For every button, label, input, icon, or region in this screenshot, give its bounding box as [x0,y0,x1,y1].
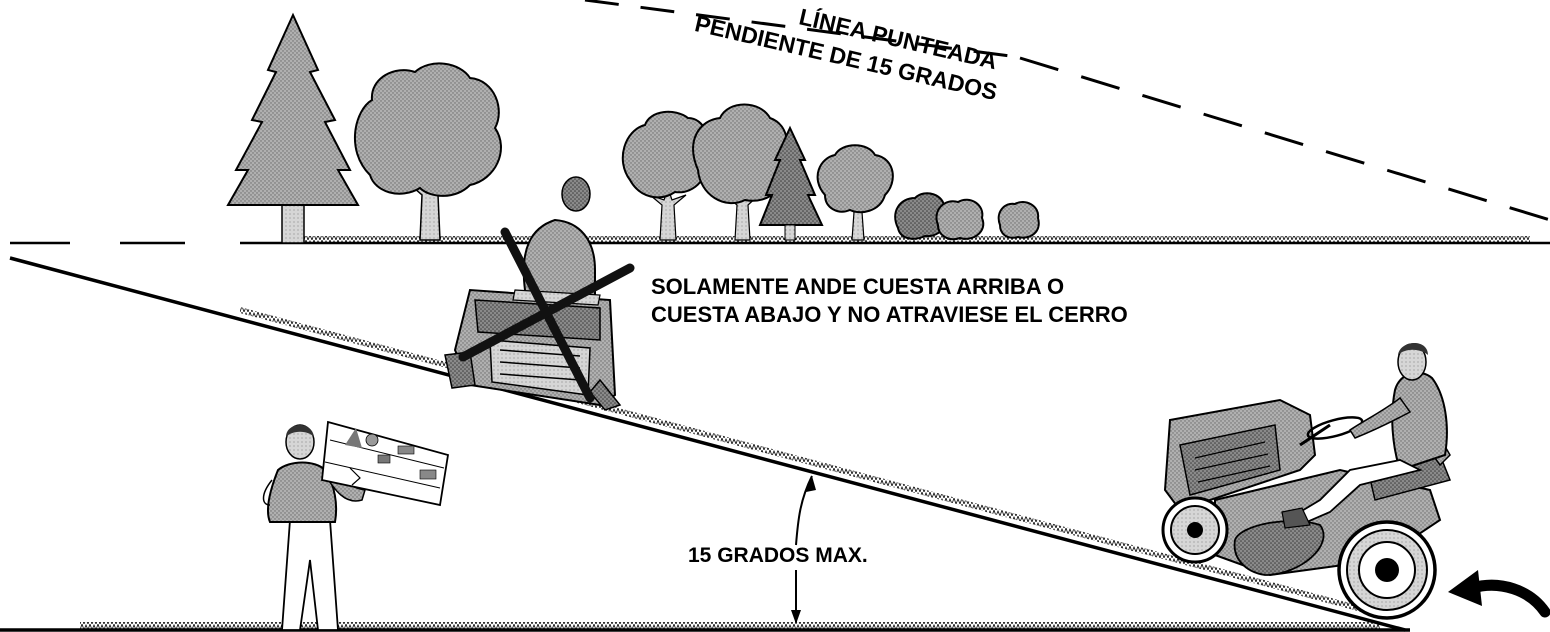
deciduous-tree-icon [354,62,502,241]
upper-ground-line [10,236,1550,245]
slope-reference-line [584,0,1550,222]
cross-slope-rider [444,176,635,411]
pine-tree-icon [226,12,360,244]
pine-tree-icon [758,125,824,241]
shrub-icon [935,198,985,241]
angle-indicator: 15 GRADOS MAX. [688,475,868,624]
slope-guide-card-icon [321,420,450,507]
prohibited-x-icon [458,227,635,403]
angle-label: 15 GRADOS MAX. [688,544,868,567]
warning-text: SOLAMENTE ANDE CUESTA ARRIBA O CUESTA AB… [651,274,1128,327]
warning-line2: CUESTA ABAJO Y NO ATRAVIESE EL CERRO [651,302,1128,327]
deciduous-tree-icon [621,110,709,241]
main-tractor-rider [1161,342,1452,620]
tractor-icon [1161,398,1452,620]
deciduous-tree-icon [816,144,894,241]
person-icon [262,424,366,631]
curved-arrow-icon [1448,570,1550,618]
warning-line1: SOLAMENTE ANDE CUESTA ARRIBA O [651,274,1064,299]
slope-label: LÍNEA PUNTEADA PENDIENTE DE 15 GRADOS [693,2,1000,105]
tree-line [226,12,1040,244]
shrub-icon [997,200,1040,239]
lower-ground-line [0,622,1410,632]
person-with-guide [262,420,450,631]
person-icon [1281,342,1448,529]
